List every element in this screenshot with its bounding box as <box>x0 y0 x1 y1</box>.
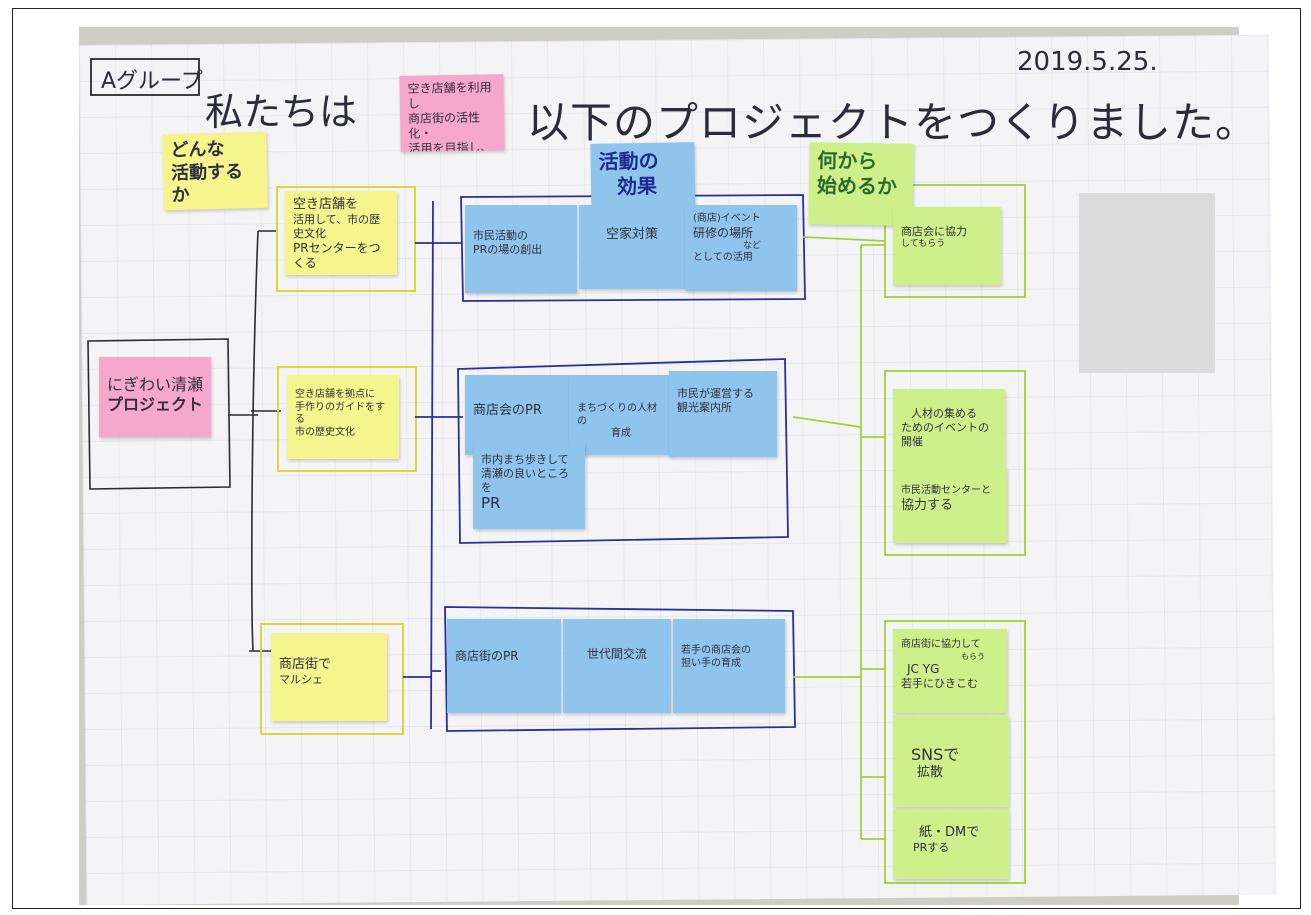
start-line: ためのイベントの <box>901 420 989 434</box>
effect-line: PR <box>481 494 501 513</box>
start-line: 商店会に協力 <box>901 225 967 238</box>
effect-note: (商店)イベント 研修の場所 など としての活用 <box>685 205 797 291</box>
activity-note: 空き店舗を 活用して、市の歴史文化 PRセンターをつくる <box>285 191 397 275</box>
effect-line: 空家対策 <box>605 227 658 242</box>
effect-note: 商店街のPR <box>447 619 561 713</box>
effect-line: PRの場の創出 <box>473 242 543 256</box>
project-line: プロジェクト <box>107 395 204 414</box>
activity-line: PRセンターをつくる <box>293 240 381 270</box>
redacted-area <box>1079 193 1215 373</box>
activity-line: 活用して、市の歴史文化 <box>293 213 381 240</box>
effect-line: 世代間交流 <box>586 647 647 661</box>
purpose-line: 商店街の活性化・ <box>407 110 481 141</box>
effect-line: 市民活動の <box>473 229 528 242</box>
activity-line: 商店街で <box>279 657 332 672</box>
start-line: 紙・DMで <box>919 825 980 840</box>
purpose-line: 空き店舗を利用し <box>407 80 492 111</box>
start-line: もらう <box>961 651 985 661</box>
effect-line: 市民が運営する <box>677 387 754 400</box>
image-frame: Aグループ 私たちは 以下のプロジェクトをつくりました。 2019.5.25. … <box>12 8 1301 909</box>
effect-line: 育成 <box>611 428 631 439</box>
activity-header-note: どんな 活動するか <box>162 131 268 211</box>
start-line: 商店街に協力して <box>901 639 981 650</box>
effect-note: 市民が運営する 観光案内所 <box>669 371 777 457</box>
start-note: 商店街に協力して もらう JC YG 若手にひきこむ <box>893 629 1007 713</box>
start-note: 人材の集める ためのイベントの 開催 <box>893 389 1005 467</box>
start-note: 紙・DMで PRする <box>893 809 1009 879</box>
activity-note: 商店街で マルシェ <box>271 633 387 721</box>
activity-line: マルシェ <box>279 673 323 687</box>
start-note: 商店会に協力 してもらう <box>893 207 1001 285</box>
effect-line: まちづくりの人材の <box>577 403 657 427</box>
effect-line: など <box>743 240 762 251</box>
start-line: 拡散 <box>917 765 944 780</box>
start-line: してもらう <box>901 238 946 249</box>
effect-note: 空家対策 <box>579 205 685 289</box>
start-header-line: 始めるか <box>816 173 898 199</box>
headline-text: 以下のプロジェクトをつくりました。 <box>527 98 1259 147</box>
start-line: 人材の集める <box>911 407 977 420</box>
start-line: SNSで <box>911 745 960 764</box>
effect-note: 世代間交流 <box>563 619 671 713</box>
project-note: にぎわい清瀬 プロジェクト <box>99 357 211 437</box>
effect-line: (商店)イベント <box>693 213 761 224</box>
project-line: にぎわい清瀬 <box>107 375 204 394</box>
effect-line: 若手の商店会の <box>681 645 751 656</box>
effect-note: 市内まち歩きして 清瀬の良いところを PR <box>473 443 585 529</box>
effect-line: 担い手の育成 <box>681 657 741 669</box>
purpose-line: 活用を目指し、 <box>408 140 493 152</box>
effect-line: 観光案内所 <box>677 400 732 414</box>
effect-line: 研修の場所 <box>693 225 754 240</box>
start-header-line: 何から <box>817 148 878 174</box>
activity-header-line: 活動するか <box>170 160 244 207</box>
effect-note: 若手の商店会の 担い手の育成 <box>673 619 785 713</box>
activity-line: 空き店舗を <box>293 197 359 212</box>
start-line: PRする <box>913 841 950 855</box>
start-line: JC YG <box>907 661 940 676</box>
activity-note: 空き店舗を拠点に 手作りのガイドをする 市の歴史文化 <box>287 375 399 459</box>
effect-line: 市内まち歩きして <box>481 453 569 466</box>
start-line: 市民活動センターと <box>901 485 991 496</box>
activity-line: 手作りのガイドをする <box>295 401 385 426</box>
activity-header-line: どんな <box>170 138 225 162</box>
effect-line: 商店街のPR <box>455 649 519 663</box>
we-text: 私たちは <box>205 90 358 134</box>
date-text: 2019.5.25. <box>1017 47 1158 77</box>
start-line: 協力する <box>901 497 954 513</box>
effect-header-line: 活動の <box>598 148 659 174</box>
purpose-note: 空き店舗を利用し 商店街の活性化・ 活用を目指し、 <box>399 74 505 152</box>
effect-note: まちづくりの人材の 育成 <box>569 375 673 455</box>
activity-line: 市の歴史文化 <box>295 426 355 438</box>
effect-line: 清瀬の良いところを <box>481 466 569 494</box>
start-line: 開催 <box>901 434 923 448</box>
effect-note: 市民活動の PRの場の創出 <box>465 205 577 293</box>
effect-note: 商店会のPR <box>465 375 577 455</box>
effect-header-line: 効果 <box>616 173 658 199</box>
group-tag: Aグループ <box>101 69 203 94</box>
effect-line: 商店会のPR <box>473 403 542 418</box>
start-note: SNSで 拡散 <box>893 715 1009 807</box>
start-line: 若手にひきこむ <box>901 676 978 690</box>
activity-line: 空き店舗を拠点に <box>295 389 375 400</box>
start-note: 市民活動センターと 協力する <box>893 467 1007 543</box>
effect-line: としての活用 <box>693 251 753 263</box>
